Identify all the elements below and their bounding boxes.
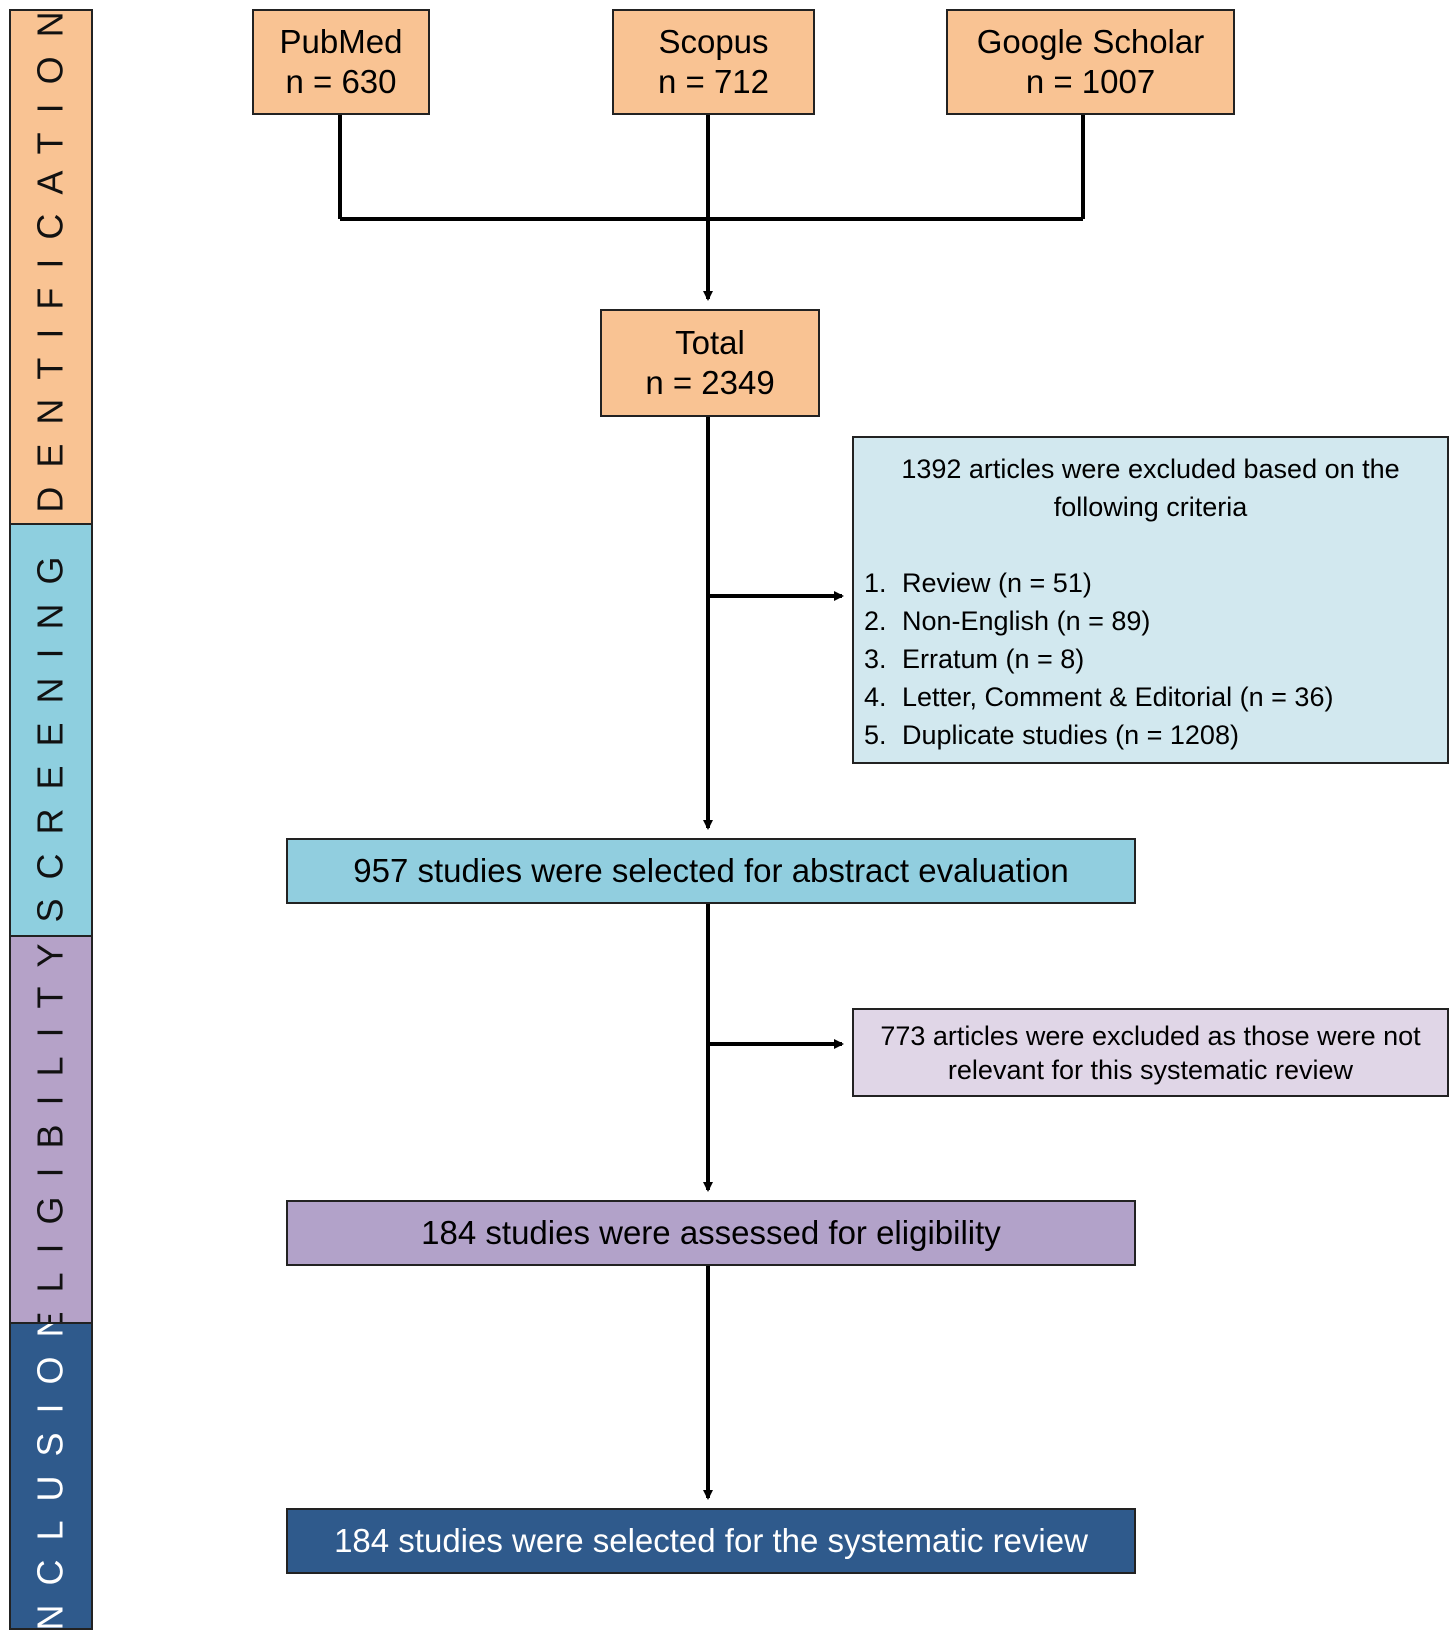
final-inclusion-box: 184 studies were selected for the system… xyxy=(286,1508,1136,1574)
eligibility-exclusion-box: 773 articles were excluded as those were… xyxy=(852,1008,1449,1097)
final-inclusion-text: 184 studies were selected for the system… xyxy=(334,1522,1088,1559)
source-scopus-box: Scopus n = 712 xyxy=(612,9,815,115)
abstract-evaluation-box: 957 studies were selected for abstract e… xyxy=(286,838,1136,904)
exclusion-criteria-list: 1. Review (n = 51) 2. Non-English (n = 8… xyxy=(854,564,1447,754)
exclusion-criterion: 1. Review (n = 51) xyxy=(864,564,1447,602)
criterion-number: 1. xyxy=(864,568,887,598)
exclusion-criteria-box: 1392 articles were excluded based on the… xyxy=(852,436,1449,764)
phase-inclusion: INCLUSION xyxy=(9,1322,93,1630)
criterion-text: Letter, Comment & Editorial (n = 36) xyxy=(902,682,1334,712)
total-count: n = 2349 xyxy=(645,364,775,401)
source-pubmed-count: n = 630 xyxy=(285,63,397,100)
total-box: Total n = 2349 xyxy=(600,309,820,417)
source-scopus-name: Scopus xyxy=(658,23,769,60)
exclusion-criterion: 5. Duplicate studies (n = 1208) xyxy=(864,716,1447,754)
source-google-scholar-count: n = 1007 xyxy=(1025,63,1156,100)
source-google-scholar-box: Google Scholar n = 1007 xyxy=(946,9,1235,115)
criterion-number: 2. xyxy=(864,606,887,636)
phase-screening: SCREENING xyxy=(9,523,93,937)
phase-identification: IDENTIFICATION xyxy=(9,9,93,525)
criterion-text: Erratum (n = 8) xyxy=(902,644,1085,674)
source-google-scholar-name: Google Scholar xyxy=(976,23,1205,60)
abstract-evaluation-text: 957 studies were selected for abstract e… xyxy=(353,852,1069,889)
criterion-number: 3. xyxy=(864,644,887,674)
criterion-number: 5. xyxy=(864,720,887,750)
exclusion-criteria-lead: 1392 articles were excluded based on the… xyxy=(901,454,1400,522)
criterion-text: Duplicate studies (n = 1208) xyxy=(902,720,1239,750)
total-label: Total xyxy=(675,324,745,361)
criterion-text: Non-English (n = 89) xyxy=(902,606,1151,636)
eligibility-exclusion-text: 773 articles were excluded as those were… xyxy=(880,1020,1421,1085)
exclusion-criterion: 4. Letter, Comment & Editorial (n = 36) xyxy=(864,678,1447,716)
criterion-text: Review (n = 51) xyxy=(902,568,1092,598)
eligibility-assessment-box: 184 studies were assessed for eligibilit… xyxy=(286,1200,1136,1266)
source-pubmed-box: PubMed n = 630 xyxy=(252,9,430,115)
source-pubmed-name: PubMed xyxy=(279,23,403,60)
source-scopus-count: n = 712 xyxy=(657,63,770,100)
criterion-number: 4. xyxy=(864,682,887,712)
exclusion-criterion: 2. Non-English (n = 89) xyxy=(864,602,1447,640)
exclusion-criterion: 3. Erratum (n = 8) xyxy=(864,640,1447,678)
eligibility-assessment-text: 184 studies were assessed for eligibilit… xyxy=(421,1214,1001,1251)
